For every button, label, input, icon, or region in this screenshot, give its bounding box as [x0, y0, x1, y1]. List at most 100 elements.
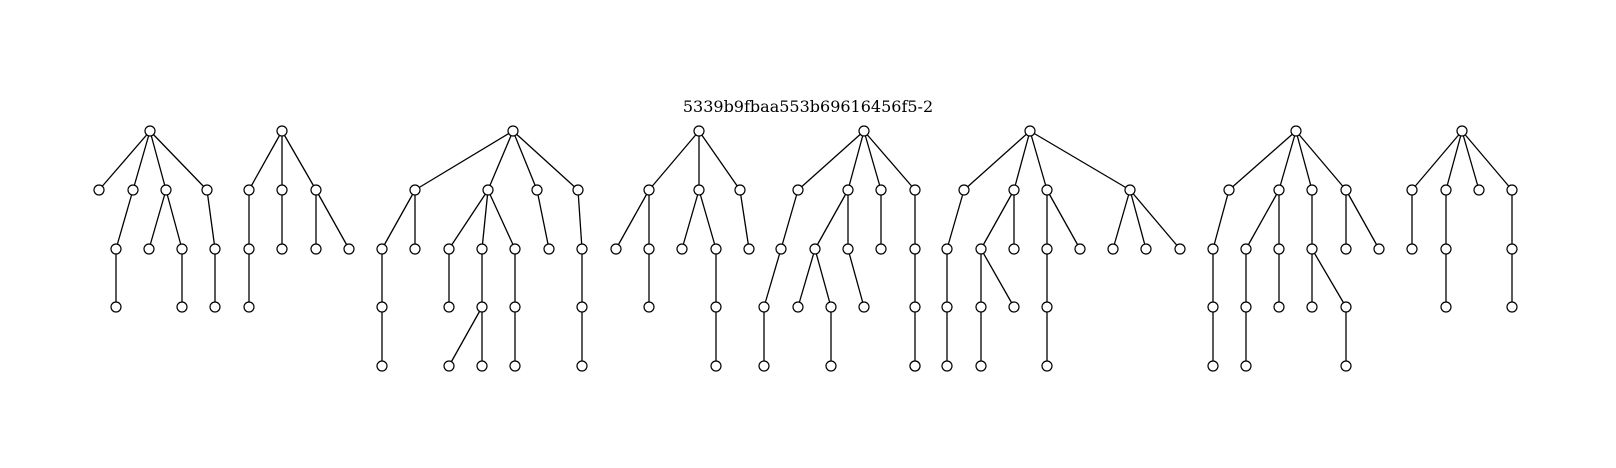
tree-node	[376, 301, 388, 313]
tree-edge	[315, 189, 350, 250]
tree-edge	[797, 130, 865, 191]
tree-edge	[536, 189, 550, 250]
tree-node	[875, 184, 887, 196]
tree-edge	[281, 130, 317, 191]
tree-edge	[1445, 130, 1463, 191]
tree-node	[875, 243, 887, 255]
tree-node	[825, 360, 837, 372]
tree-node	[643, 243, 655, 255]
tree-node	[941, 243, 953, 255]
tree-edge	[248, 130, 283, 191]
tree-edge	[980, 248, 1015, 308]
tree-node	[842, 184, 854, 196]
tree-node	[809, 243, 821, 255]
tree-edge	[1029, 130, 1048, 191]
tree-edge	[1046, 189, 1081, 250]
tree-node	[758, 360, 770, 372]
tree-edge	[1029, 130, 1131, 191]
tree-node	[110, 301, 122, 313]
tree-node	[1041, 184, 1053, 196]
tree-edge	[980, 189, 1015, 250]
tree-node	[643, 301, 655, 313]
tree-node	[1273, 184, 1285, 196]
tree-edge	[1013, 130, 1031, 191]
tree-edge	[814, 248, 832, 308]
tree-node	[276, 184, 288, 196]
tree-edge	[615, 189, 650, 250]
tree-node	[476, 301, 488, 313]
tree-node	[1107, 243, 1119, 255]
tree-node	[858, 301, 870, 313]
tree-node	[975, 360, 987, 372]
tree-root-node	[144, 125, 156, 137]
tree-root-node	[1024, 125, 1036, 137]
tree-edge	[863, 130, 882, 191]
tree-node	[941, 360, 953, 372]
tree-node	[1207, 243, 1219, 255]
tree-edge	[739, 189, 750, 250]
tree-node	[176, 243, 188, 255]
tree-edge	[448, 189, 489, 250]
tree-node	[531, 184, 543, 196]
tree-edge	[814, 189, 849, 250]
tree-edge	[1461, 130, 1480, 191]
tree-node	[909, 301, 921, 313]
tree-node	[1124, 184, 1136, 196]
tree-node	[443, 360, 455, 372]
tree-edge	[797, 248, 816, 308]
tree-node	[1207, 360, 1219, 372]
tree-node	[509, 301, 521, 313]
tree-node	[1174, 243, 1186, 255]
tree-edge	[487, 189, 516, 250]
tree-node	[127, 184, 139, 196]
tree-node	[710, 301, 722, 313]
tree-edge	[381, 189, 416, 250]
tree-edge	[1461, 130, 1513, 191]
tree-node	[476, 360, 488, 372]
tree-edge	[481, 189, 489, 250]
tree-edge	[1129, 189, 1147, 250]
tree-node	[909, 360, 921, 372]
tree-node	[543, 243, 555, 255]
tree-edge	[1411, 130, 1463, 191]
tree-node	[276, 243, 288, 255]
tree-edge	[763, 248, 782, 308]
tree-node	[1473, 184, 1485, 196]
tree-edge	[863, 130, 916, 191]
tree-node	[693, 184, 705, 196]
tree-edge	[414, 130, 514, 191]
tree-root-node	[858, 125, 870, 137]
tree-edge	[1245, 189, 1280, 250]
tree-root-node	[693, 125, 705, 137]
tree-node	[1440, 184, 1452, 196]
tree-edge	[577, 189, 583, 250]
tree-edge	[847, 130, 865, 191]
tree-node	[482, 184, 494, 196]
tree-node	[1273, 243, 1285, 255]
edges-layer	[98, 130, 1513, 367]
tree-node	[975, 243, 987, 255]
tree-node	[1440, 301, 1452, 313]
tree-node	[941, 301, 953, 313]
tree-edge	[946, 189, 965, 250]
tree-node	[310, 184, 322, 196]
tree-node	[1074, 243, 1086, 255]
tree-node	[572, 184, 584, 196]
tree-node	[176, 301, 188, 313]
tree-edge	[98, 130, 151, 191]
tree-node	[509, 360, 521, 372]
tree-edge	[847, 248, 865, 308]
tree-node	[1440, 243, 1452, 255]
tree-node	[825, 301, 837, 313]
tree-node	[1240, 360, 1252, 372]
tree-node	[1041, 243, 1053, 255]
tree-node	[409, 243, 421, 255]
tree-edge	[1295, 130, 1313, 191]
tree-node	[1306, 301, 1318, 313]
tree-node	[676, 243, 688, 255]
diagram-title: 5339b9fbaa553b69616456f5-2	[683, 97, 933, 116]
tree-node	[143, 243, 155, 255]
tree-node	[792, 184, 804, 196]
tree-node	[209, 243, 221, 255]
